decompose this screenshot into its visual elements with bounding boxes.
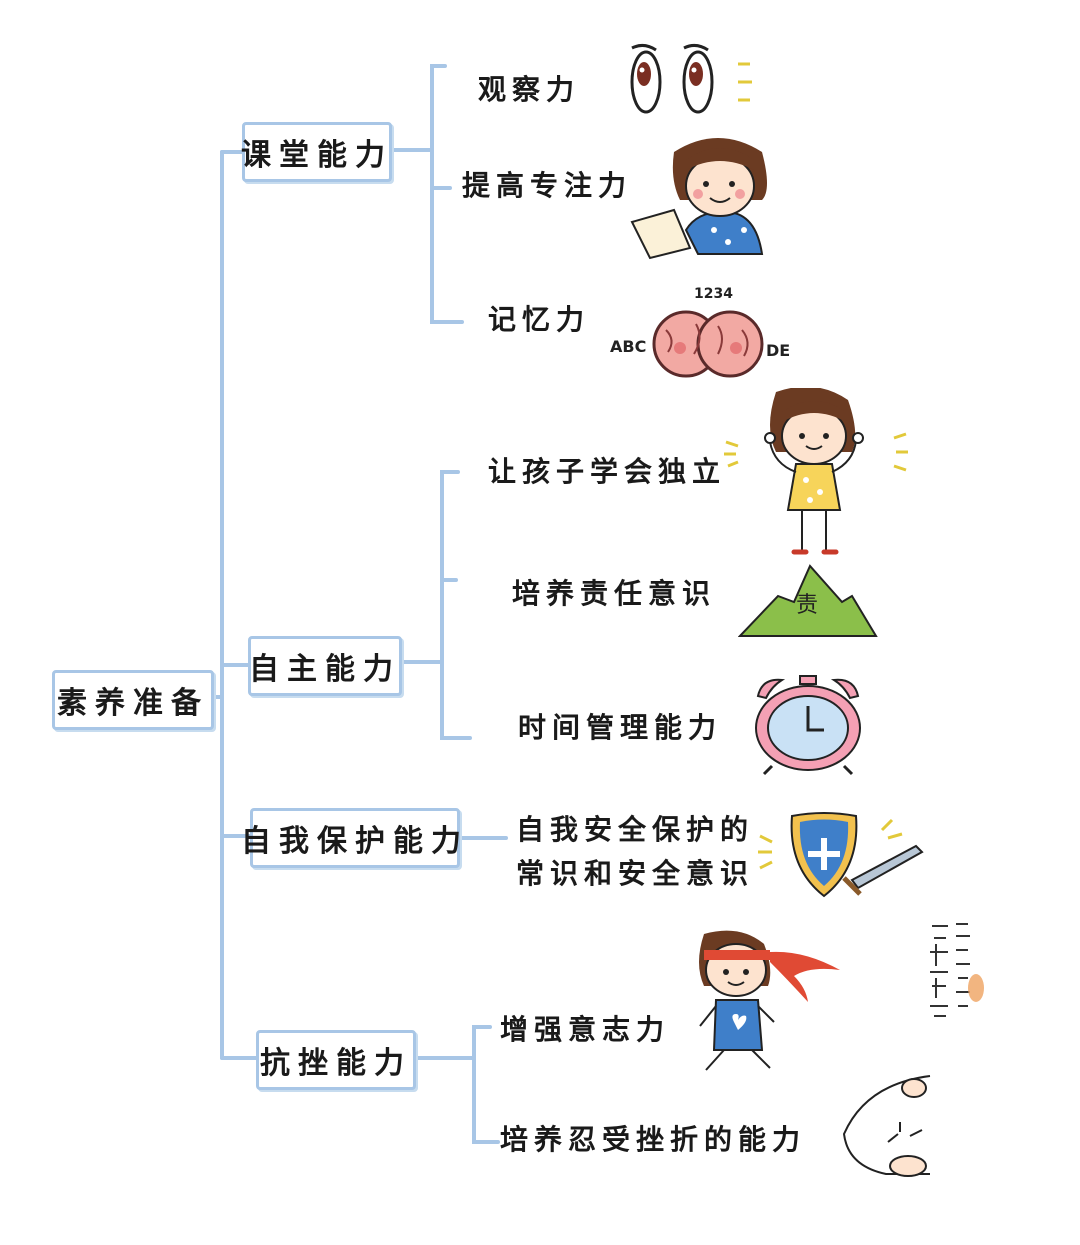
root-label: 素养准备 bbox=[57, 686, 209, 721]
shield-sword-illustration bbox=[758, 812, 924, 898]
leaf-responsibility: 培养责任意识 bbox=[512, 577, 717, 610]
girl-independent-illustration bbox=[724, 388, 908, 555]
leaf-memory: 记忆力 bbox=[488, 303, 591, 336]
girl-reading-illustration bbox=[630, 138, 767, 260]
memory-letters-left: ABC bbox=[610, 337, 646, 356]
branch-label: 自我保护能力 bbox=[241, 824, 469, 859]
root-node: 素养准备 bbox=[52, 670, 214, 730]
branch-autonomy-ability: 自主能力 bbox=[248, 636, 402, 696]
fist-illustration bbox=[842, 1075, 931, 1177]
leaf-willpower: 增强意志力 bbox=[500, 1013, 671, 1046]
leaf-independence: 让孩子学会独立 bbox=[488, 455, 727, 488]
eyes-illustration bbox=[630, 43, 752, 114]
branch-label: 自主能力 bbox=[249, 652, 401, 687]
memory-numbers: 1234 bbox=[694, 286, 733, 302]
leaf-focus: 提高专注力 bbox=[462, 169, 633, 202]
leaf-time-management: 时间管理能力 bbox=[518, 711, 723, 744]
running-girl-illustration bbox=[699, 930, 840, 1071]
branch-classroom-ability: 课堂能力 bbox=[241, 122, 393, 182]
branch-self-protection-ability: 自我保护能力 bbox=[241, 808, 461, 868]
branch-resilience-ability: 抗挫能力 bbox=[256, 1030, 416, 1090]
branch-label: 抗挫能力 bbox=[260, 1046, 412, 1081]
mountain-illustration: 责 bbox=[738, 564, 878, 637]
mountain-character: 责 bbox=[796, 593, 818, 618]
artist-seal bbox=[930, 923, 984, 1017]
leaf-safety-line-1: 自我安全保护的 bbox=[516, 813, 755, 846]
brain-illustration: 1234 ABC DE bbox=[610, 286, 790, 378]
leaf-observation: 观察力 bbox=[478, 73, 581, 106]
alarm-clock-illustration bbox=[755, 675, 861, 776]
branch-label: 课堂能力 bbox=[241, 138, 393, 173]
memory-letters-right: DE bbox=[766, 341, 790, 360]
leaf-frustration-tolerance: 培养忍受挫折的能力 bbox=[500, 1123, 807, 1156]
leaf-safety-line-2: 常识和安全意识 bbox=[516, 857, 755, 890]
